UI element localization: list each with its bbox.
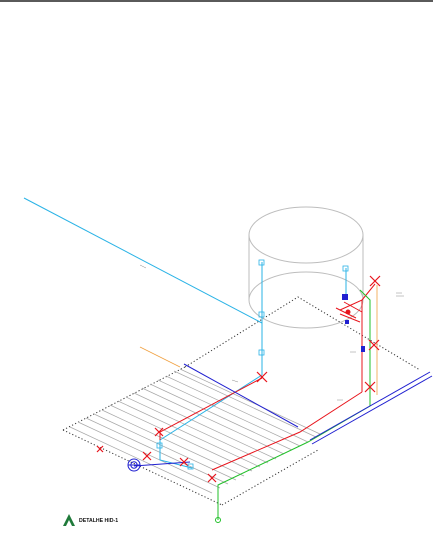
roof-rafters bbox=[69, 368, 321, 494]
hot-water-pipes bbox=[159, 283, 376, 471]
cold-water-pipes bbox=[23, 197, 347, 469]
blue-drain bbox=[133, 461, 191, 467]
blue-double-bottom bbox=[311, 375, 433, 445]
hot-distribution bbox=[159, 377, 263, 440]
valve-icon bbox=[142, 451, 152, 461]
valve-icon bbox=[207, 473, 217, 483]
valve-icon bbox=[179, 457, 189, 467]
valve-markers bbox=[96, 275, 381, 483]
detail-title: DETALHE HID-1 bbox=[79, 518, 118, 524]
slab-left-edge bbox=[62, 366, 186, 431]
green-pipe bbox=[217, 289, 371, 520]
detail-logo-inner-icon bbox=[66, 520, 72, 526]
tank-top bbox=[248, 206, 364, 264]
sheet-top-border bbox=[0, 0, 433, 2]
hot-riser bbox=[339, 299, 363, 392]
floor-slab bbox=[62, 296, 421, 506]
valve-icon bbox=[154, 427, 164, 437]
slab-right-edge bbox=[221, 449, 319, 506]
hot-main bbox=[211, 391, 363, 471]
blue-beam bbox=[183, 363, 299, 428]
blue-double-top bbox=[309, 371, 431, 441]
cold-distribution bbox=[159, 374, 263, 469]
slab-top-edge bbox=[184, 296, 421, 371]
valve-icon bbox=[369, 275, 381, 287]
orange-pipe bbox=[139, 346, 181, 368]
cold-feed-line bbox=[23, 197, 263, 324]
valve-icon bbox=[364, 381, 376, 393]
detail-title-block: DETALHE HID-1 bbox=[63, 514, 118, 526]
blue-pipes bbox=[127, 363, 433, 472]
floor-drain-icon bbox=[215, 517, 221, 523]
slab-front-edge bbox=[62, 429, 223, 506]
water-tank bbox=[248, 206, 364, 329]
valve-icon bbox=[96, 445, 104, 453]
hot-top bbox=[361, 283, 376, 301]
outlet-valve-cluster bbox=[335, 301, 363, 323]
fittings bbox=[156, 259, 349, 470]
valve-icon bbox=[368, 339, 380, 351]
annotation-marks bbox=[139, 264, 404, 406]
valve-icon bbox=[256, 371, 268, 383]
pump-icon bbox=[342, 294, 365, 352]
